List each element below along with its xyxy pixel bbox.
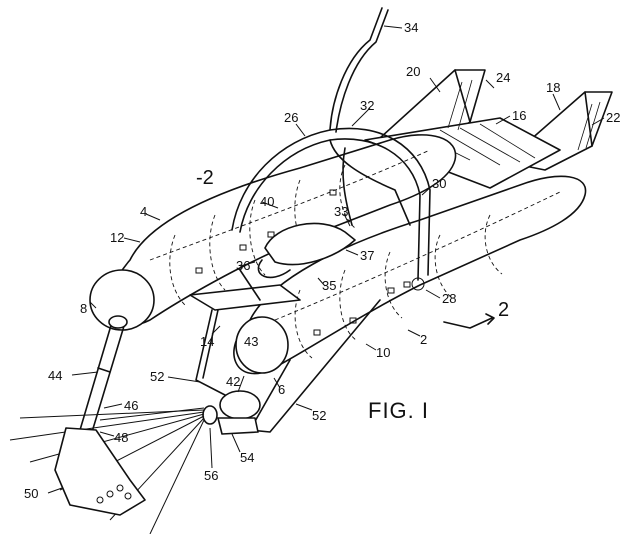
label-20: 20 bbox=[406, 64, 420, 79]
label-2: 2 bbox=[420, 332, 427, 347]
label-10: 10 bbox=[376, 345, 390, 360]
label-33: 33 bbox=[334, 204, 348, 219]
front-nozzle bbox=[202, 390, 261, 435]
hoop-frame bbox=[231, 7, 431, 281]
support-struts bbox=[195, 299, 381, 433]
label-22: 22 bbox=[606, 110, 620, 125]
center-assembly bbox=[189, 222, 356, 311]
label-18: 18 bbox=[546, 80, 560, 95]
label-52a: 52 bbox=[150, 369, 164, 384]
label-34: 34 bbox=[404, 20, 418, 35]
arm-and-head bbox=[54, 315, 146, 516]
label-12: 12 bbox=[110, 230, 124, 245]
label-16: 16 bbox=[512, 108, 526, 123]
label-43: 43 bbox=[244, 334, 258, 349]
label-14: 14 bbox=[200, 334, 214, 349]
label-36: 36 bbox=[236, 258, 250, 273]
label-4: 4 bbox=[140, 204, 147, 219]
figure-title: FIG. I bbox=[368, 398, 429, 423]
label-46: 46 bbox=[124, 398, 138, 413]
leader-lines bbox=[47, 25, 605, 494]
label-37: 37 bbox=[360, 248, 374, 263]
label-44: 44 bbox=[48, 368, 62, 383]
label-35: 35 bbox=[322, 278, 336, 293]
label-26: 26 bbox=[284, 110, 298, 125]
section-marker-left: -2 bbox=[196, 167, 214, 189]
label-56: 56 bbox=[204, 468, 218, 483]
label-6: 6 bbox=[278, 382, 285, 397]
right-pontoon bbox=[233, 175, 587, 375]
label-40: 40 bbox=[260, 194, 274, 209]
section-marker-right: 2 bbox=[498, 299, 509, 321]
label-42: 42 bbox=[226, 374, 240, 389]
label-28: 28 bbox=[442, 291, 456, 306]
label-8: 8 bbox=[80, 301, 87, 316]
label-30: 30 bbox=[432, 176, 446, 191]
labels: 34 20 24 18 22 32 26 16 30 40 4 12 33 37… bbox=[24, 20, 620, 501]
section-arrow bbox=[443, 313, 495, 329]
label-24: 24 bbox=[496, 70, 510, 85]
label-48: 48 bbox=[114, 430, 128, 445]
label-54: 54 bbox=[240, 450, 254, 465]
label-32: 32 bbox=[360, 98, 374, 113]
spray-pattern bbox=[9, 407, 205, 534]
label-50: 50 bbox=[24, 486, 38, 501]
label-52b: 52 bbox=[312, 408, 326, 423]
